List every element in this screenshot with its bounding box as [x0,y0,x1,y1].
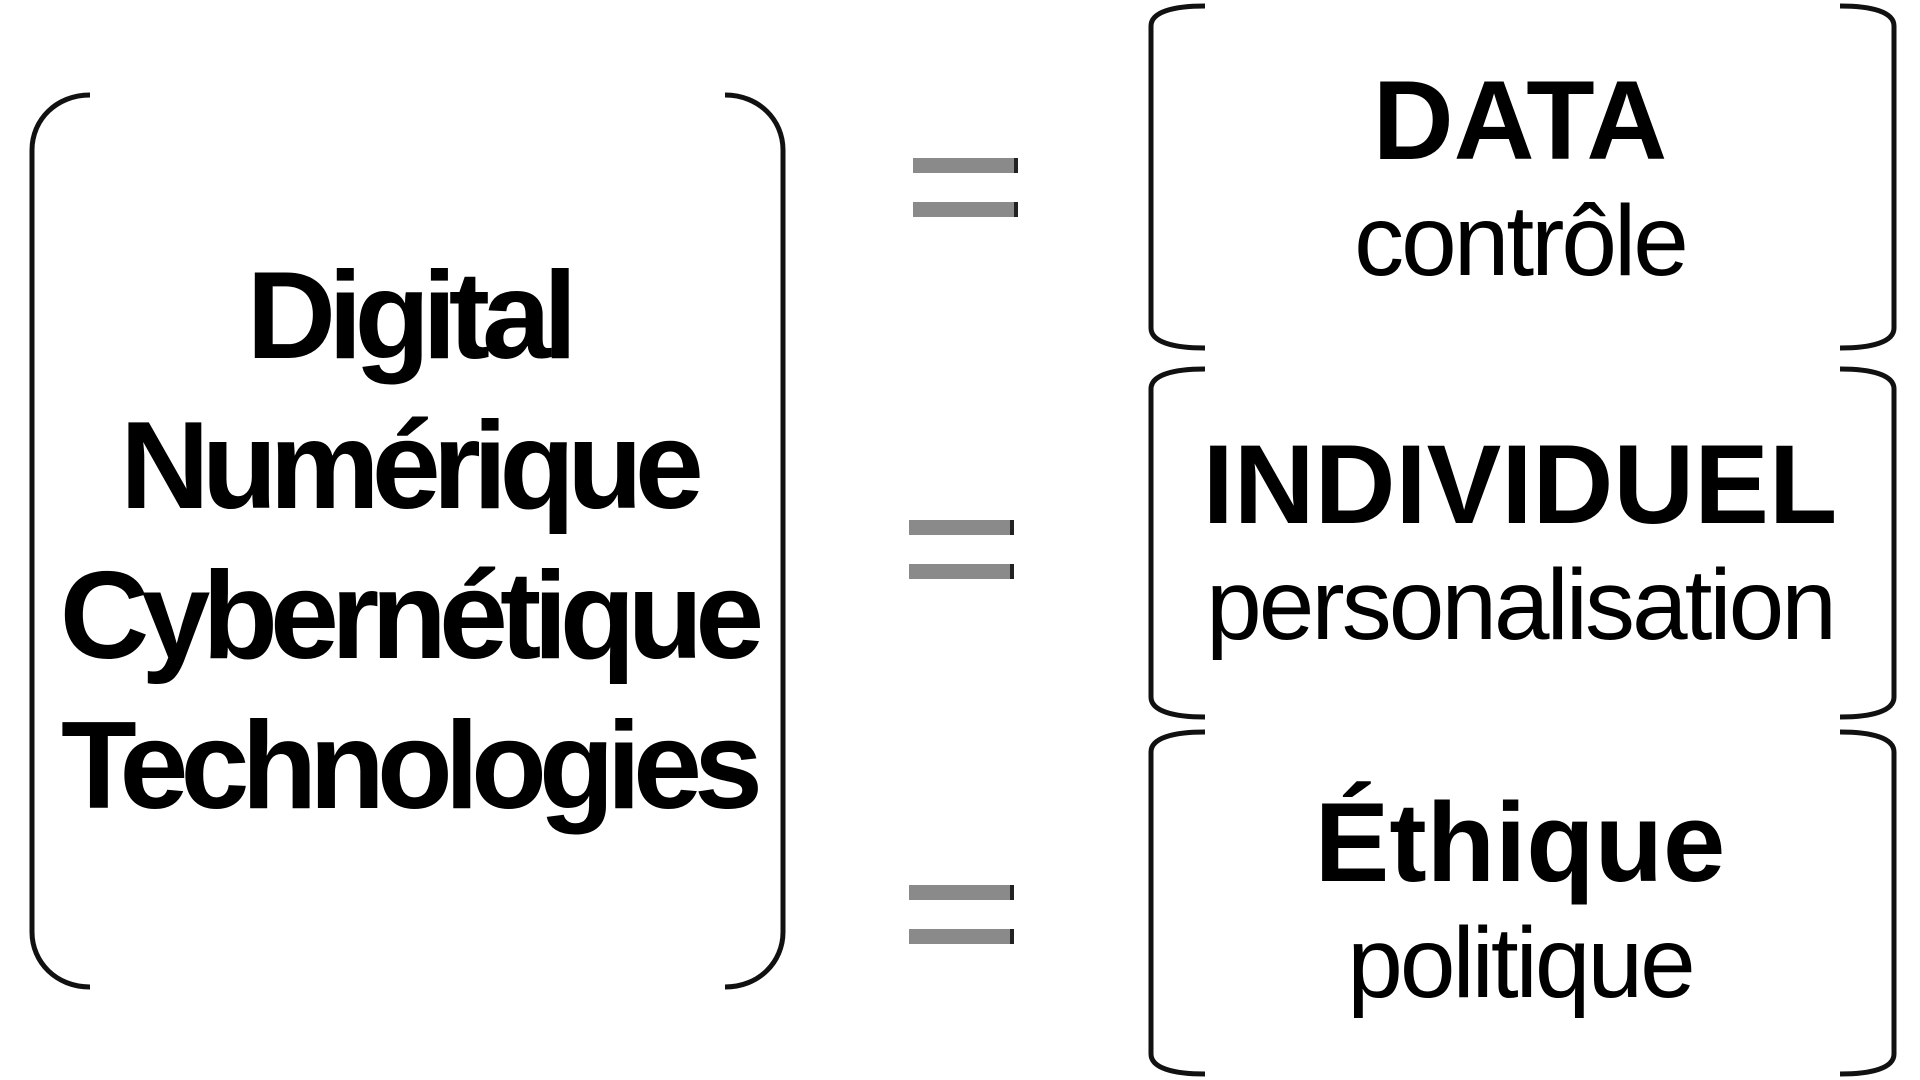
left-term-cybernetique: Cybernétique [59,547,764,685]
left-term-digital: Digital [246,247,578,385]
result-3-sub: politique [1347,907,1696,1019]
equals-sign-3 [909,885,1014,955]
result-2-sub: personalisation [1206,549,1837,661]
result-1-sub: contrôle [1354,185,1689,297]
left-term-group: Digital Numérique Cybernétique Technolog… [32,92,784,990]
left-term-numerique: Numérique [120,397,704,535]
result-2-main: INDIVIDUEL [1202,422,1838,547]
result-1-main: DATA [1372,58,1668,183]
result-1: DATA contrôle [1140,50,1900,310]
equals-sign-1 [913,158,1018,228]
result-3: Éthique politique [1140,772,1900,1032]
left-term-technologies: Technologies [60,697,763,835]
result-3-main: Éthique [1314,780,1726,905]
result-2: INDIVIDUEL personalisation [1140,414,1900,674]
equals-sign-2 [909,520,1014,590]
